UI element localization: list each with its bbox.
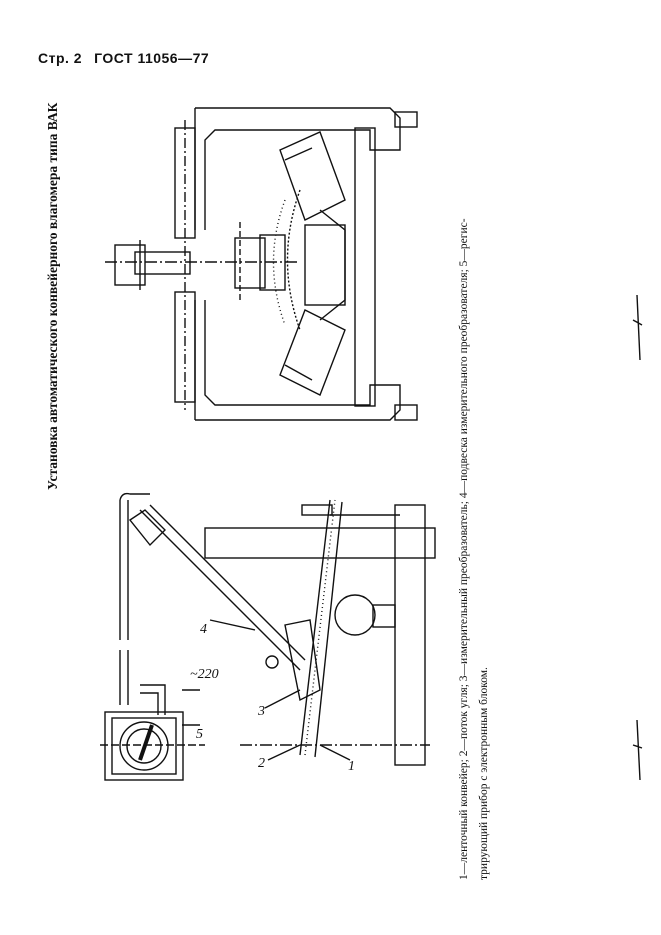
label-220: ~220 [190, 667, 219, 682]
caption-line-1: 1—ленточный конвейер; 2—поток угля; 3—из… [458, 218, 470, 880]
side-view [100, 492, 436, 781]
page-header: Стр. 2 ГОСТ 11056—77 [38, 50, 209, 66]
label-3: 3 [257, 704, 265, 719]
label-1: 1 [348, 759, 355, 774]
label-4: 4 [200, 622, 207, 637]
caption-line-2: трирующий прибор с электронным блоком. [478, 667, 490, 880]
label-5: 5 [196, 727, 203, 742]
cross-section-view [105, 107, 418, 421]
label-2: 2 [258, 756, 265, 771]
standard-number: ГОСТ 11056—77 [94, 50, 210, 66]
page-number: Стр. 2 [38, 50, 83, 66]
